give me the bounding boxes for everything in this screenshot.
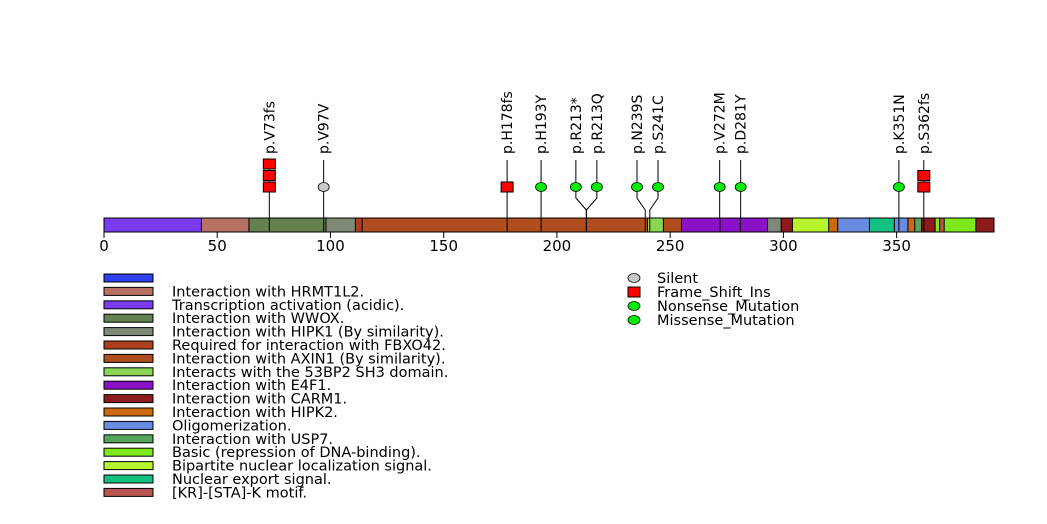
mutation-label: p.N239S [630,94,646,154]
legend-swatch [103,367,154,377]
mutation-label: p.V73fs [262,101,278,154]
mutation-label: p.S362fs [917,93,933,154]
legend-label: Interaction with E4F1. [172,378,331,394]
legend-label: Interaction with HIPK2. [172,405,338,421]
legend-label: Interaction with WWOX. [172,311,344,327]
legend-swatch [103,327,154,337]
legend-marker-square [627,286,641,298]
legend-swatch [103,394,154,404]
domain-legend: Interaction with HRMT1L2.Transcription a… [103,273,448,501]
legend-swatch [103,487,154,497]
mutation-marker-circle [317,182,330,192]
mutation-marker-circle [569,182,582,192]
legend-swatch [103,300,154,310]
domain-segment [791,217,832,233]
legend-label: Interaction with CARM1. [172,392,347,408]
mutation-marker-square [917,170,931,181]
mutation-marker-circle [652,182,664,192]
legend-label: Required for interaction with FBXO42. [172,338,446,354]
legend-swatch [103,474,154,484]
legend-swatch [103,353,154,363]
legend-label: Frame_Shift_Ins [657,285,771,301]
mutation-type-legend: SilentFrame_Shift_InsNonsense_MutationMi… [627,271,799,329]
legend-swatch [103,286,154,296]
legend-swatch [103,434,154,444]
mutation-markers [262,158,931,193]
legend-label: Interaction with AXIN1 (By similarity). [172,351,445,367]
domain-segment [943,217,979,233]
legend-swatch [103,461,154,471]
legend-swatch [103,313,154,323]
legend-label: Interacts with the 53BP2 SH3 domain. [172,365,448,381]
mutation-label: p.R213* [569,97,585,154]
mutation-label: p.D281Y [734,94,750,154]
domain-segment [200,217,252,233]
domain-segment [248,217,329,233]
mutation-label: p.K351N [892,94,908,154]
mutation-marker-circle [892,182,905,192]
x-tick-label: 200 [543,237,572,255]
legend-label: Silent [657,271,698,287]
legend-label: Nonsense_Mutation [657,299,799,315]
mutation-marker-circle [590,182,603,192]
mutation-label: p.S241C [651,95,667,154]
x-tick-label: 350 [882,237,911,255]
legend-swatch [103,407,154,417]
protein-domains [103,217,995,233]
mutation-marker-square [917,181,931,193]
domain-segment [103,217,205,233]
mutation-marker-circle [734,182,747,192]
legend-marker-circle [627,273,641,283]
legend-swatch [103,447,154,457]
legend-swatch [103,420,154,430]
domain-segment [325,217,359,233]
mutation-label: p.V272M [713,92,729,154]
domain-segment [680,217,771,233]
x-tick-label: 250 [656,237,685,255]
mutation-marker-square [500,181,514,193]
mutation-labels: p.V73fs p.V97V p.H178fs p.H193Y p.R213* p.R21… [262,91,932,154]
x-tick-label: 0 [99,237,109,255]
legend-label: Interaction with HIPK1 (By similarity). [172,325,444,341]
legend-marker-circle [627,301,641,311]
mutation-marker-circle [631,182,643,192]
x-tick-label: 300 [769,237,798,255]
legend-label: Oligomerization. [172,418,291,434]
legend-label: Transcription activation (acidic). [171,298,404,314]
legend-label: Missense_Mutation [657,313,795,329]
x-tick-label: 50 [208,237,227,255]
legend-label: Interaction with USP7. [172,432,333,448]
domain-segment [361,217,651,233]
x-axis: 0 50 100 150 200 250 300 350 [99,232,911,255]
x-tick-label: 150 [429,237,458,255]
mutation-label: p.R213Q [590,93,606,154]
legend-marker-circle [627,315,641,325]
legend-label: [KR]-[STA]-K motif. [172,485,307,501]
mutation-marker-circle [713,182,726,192]
mutation-label: p.H178fs [500,91,516,154]
mutation-label: p.V97V [317,103,333,154]
domain-segment [868,217,898,233]
legend-label: Interaction with HRMT1L2. [172,284,364,300]
legend-swatch [103,380,154,390]
domain-segment [662,217,685,233]
x-tick-label: 100 [316,237,345,255]
domain-segment [837,217,873,233]
mutation-marker-circle [535,182,547,192]
legend-label: Bipartite nuclear localization signal. [172,459,432,475]
mutation-marker-square [262,181,276,193]
legend-swatch [103,340,154,350]
domain-segment [975,217,995,233]
mutation-label: p.H193Y [534,94,550,154]
mutation-marker-square [262,170,276,181]
mutation-marker-square [262,158,276,170]
legend-label: Basic (repression of DNA-binding). [172,445,421,461]
legend-swatch [103,273,154,283]
legend-label: Nuclear export signal. [172,472,332,488]
